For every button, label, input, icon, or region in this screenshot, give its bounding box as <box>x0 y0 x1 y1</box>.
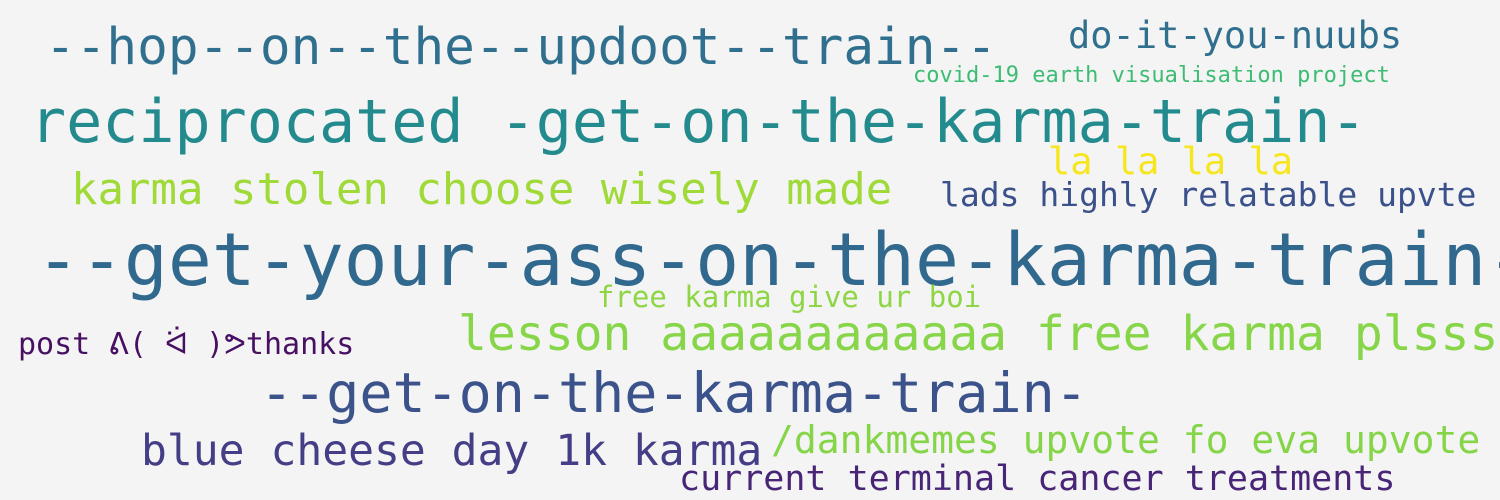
word-reciprocated-get-on-the-karma-train: reciprocated -get-on-the-karma-train- <box>30 87 1367 157</box>
word-current-terminal-cancer-treatments: current terminal cancer treatments <box>679 459 1396 499</box>
word-get-on-the-karma-train: --get-on-the-karma-train- <box>260 361 1088 425</box>
word-karma-stolen-choose-wisely-made: karma stolen choose wisely made <box>71 164 893 215</box>
word-lads-highly-relatable-upvte: lads highly relatable upvte <box>940 175 1477 214</box>
word-lesson-free-karma-plsss: lesson aaaaaaaaaaaa free karma plsss <box>458 306 1499 362</box>
word-hop-on-the-updoot-train: --hop--on--the--updoot--train-- <box>45 18 997 77</box>
word-la-la-la-la: la la la la <box>1048 140 1294 183</box>
word-do-it-you-nuubs: do-it-you-nuubs <box>1068 14 1403 57</box>
word-post-thanks: post ᕕ( ᐛ )ᕗthanks <box>18 327 355 362</box>
word-get-your-ass-on-the-karma-train: --get-your-ass-on-the-karma-train- <box>36 218 1500 303</box>
word-dankmemes-upvote-fo-eva-upvote: /dankmemes upvote fo eva upvote <box>771 418 1481 462</box>
word-free-karma-give-ur-boi: free karma give ur boi <box>597 280 982 314</box>
word-covid-19-earth-visualisation-project: covid-19 earth visualisation project <box>913 63 1390 88</box>
word-blue-cheese-day-1k-karma: blue cheese day 1k karma <box>141 426 763 476</box>
